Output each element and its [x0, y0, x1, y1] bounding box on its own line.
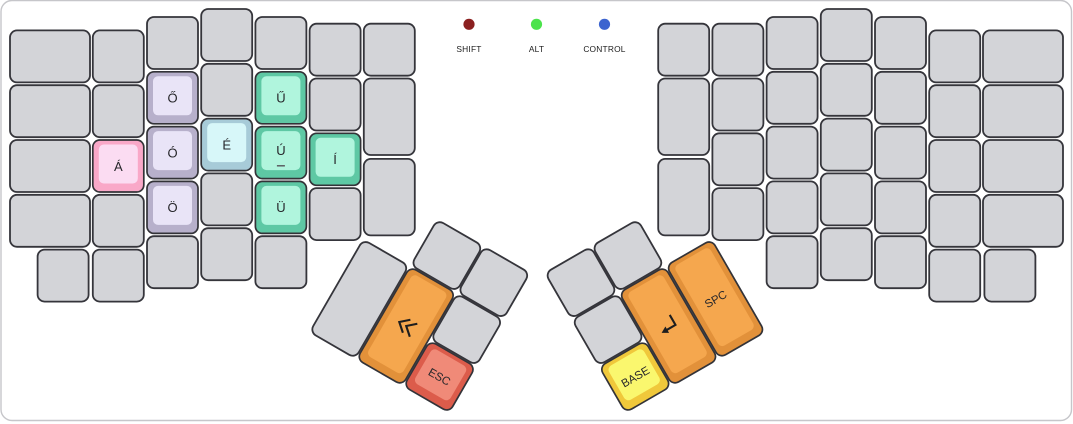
- svg-text:Ü: Ü: [276, 200, 285, 215]
- svg-text:Ö: Ö: [167, 200, 177, 215]
- svg-text:É: É: [222, 137, 231, 152]
- svg-text:Á: Á: [114, 159, 123, 174]
- svg-text:ALT: ALT: [529, 44, 544, 54]
- svg-text:SHIFT: SHIFT: [456, 44, 481, 54]
- svg-text:Ú: Ú: [276, 143, 285, 158]
- svg-text:Ű: Ű: [276, 91, 285, 106]
- svg-text:Ó: Ó: [167, 145, 177, 160]
- svg-text:Ő: Ő: [167, 91, 177, 106]
- svg-text:Í: Í: [333, 152, 337, 167]
- svg-text:CONTROL: CONTROL: [583, 44, 625, 54]
